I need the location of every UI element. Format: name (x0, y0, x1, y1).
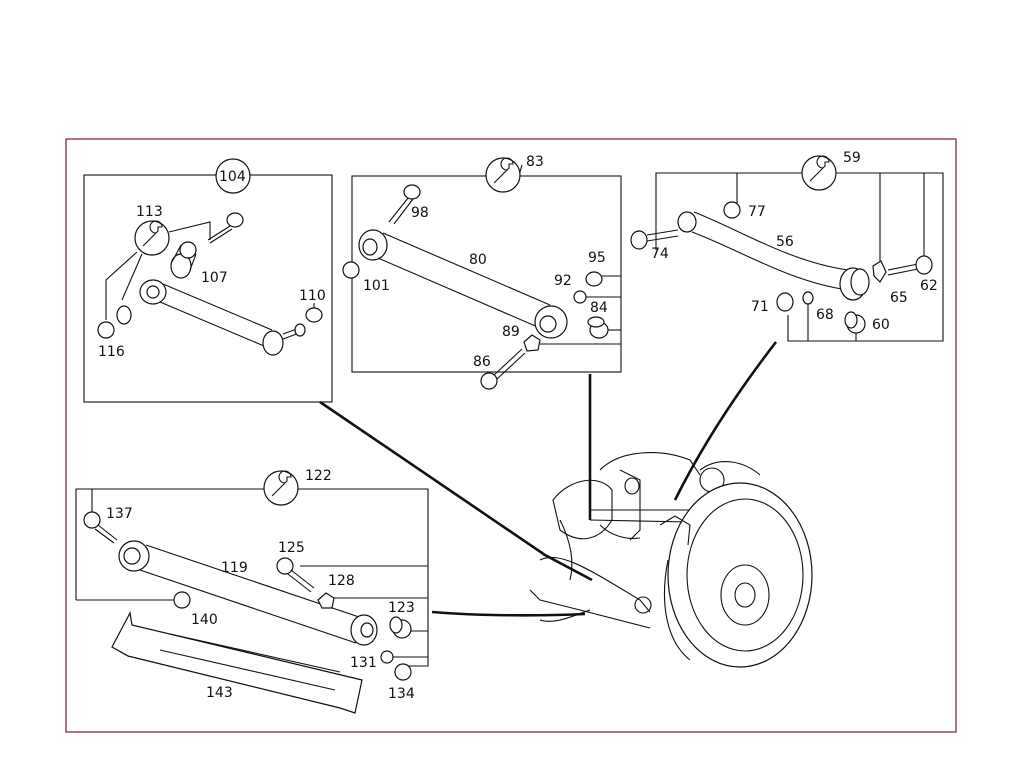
callout-60: 60 (872, 317, 890, 333)
group-59-box (655, 172, 944, 342)
callout-89: 89 (502, 324, 520, 340)
nut-134 (394, 663, 412, 681)
callout-119: 119 (221, 560, 248, 576)
callout-80: 80 (469, 252, 487, 268)
leader-113 (168, 221, 211, 240)
callout-68: 68 (816, 307, 834, 323)
axle-assembly (529, 452, 813, 668)
wrench-badge-113 (134, 220, 170, 256)
bolt-part (480, 348, 526, 390)
group-104: 104 113 107 (83, 158, 593, 582)
callout-77: 77 (748, 204, 766, 220)
callout-86: 86 (473, 354, 491, 370)
callout-84: 84 (590, 300, 608, 316)
callout-98: 98 (411, 205, 429, 221)
eccentric-washer-65 (872, 260, 887, 283)
callout-140: 140 (191, 612, 218, 628)
sleeve-123 (389, 616, 412, 639)
bolt-part (83, 511, 118, 544)
callout-116: 116 (98, 344, 125, 360)
nut-101 (342, 261, 360, 279)
wrench-badge-122 (263, 470, 299, 506)
bolt-part (207, 212, 244, 244)
bolt-part (276, 557, 315, 593)
callout-83: 83 (526, 154, 544, 170)
leader-113c (121, 253, 143, 301)
bolt-part (887, 255, 933, 276)
wrench-badge-83 (485, 157, 521, 193)
bolt-part (388, 184, 421, 225)
wrench-badge-59 (801, 155, 837, 191)
callout-65: 65 (890, 290, 908, 306)
bushing-part (170, 241, 197, 279)
nut-77 (723, 201, 741, 219)
callout-137: 137 (106, 506, 133, 522)
callout-92: 92 (554, 273, 572, 289)
callout-59: 59 (843, 150, 861, 166)
eccentric-washer-128 (317, 592, 335, 609)
callout-101: 101 (363, 278, 390, 294)
nut-95 (585, 271, 603, 287)
group-122-box (75, 488, 429, 667)
washer-92 (573, 290, 587, 304)
arrow-59 (673, 341, 778, 501)
callout-123: 123 (388, 600, 415, 616)
leader-113b (105, 251, 138, 320)
callout-74: 74 (651, 246, 669, 262)
callout-104: 104 (219, 169, 246, 185)
sleeve-84 (587, 316, 609, 339)
bolt-part (630, 229, 679, 250)
callout-113: 113 (136, 204, 163, 220)
callout-125: 125 (278, 540, 305, 556)
group-83: 83 98 80 101 95 92 84 (342, 154, 622, 520)
washer-131 (380, 650, 394, 664)
eccentric-washer-89 (523, 334, 541, 352)
group-104-box (83, 174, 333, 403)
nut-71 (776, 292, 794, 312)
group-83-box (351, 175, 622, 373)
wrench-icon (493, 157, 514, 184)
cover-panel-part (111, 611, 363, 714)
callout-134: 134 (388, 686, 415, 702)
group-59: 59 77 74 56 65 62 71 (630, 150, 944, 501)
link-arm-part (358, 229, 568, 339)
callout-110: 110 (299, 288, 326, 304)
callout-107: 107 (201, 270, 228, 286)
nut-140 (173, 591, 191, 609)
sleeve-60 (844, 311, 866, 334)
nut-110 (305, 307, 323, 323)
callout-143: 143 (206, 685, 233, 701)
wrench-icon (809, 155, 830, 182)
callout-122: 122 (305, 468, 332, 484)
callout-104-circle (215, 158, 251, 194)
curved-arm-part (677, 211, 870, 301)
leader-83 (519, 164, 523, 173)
outer-frame (65, 138, 957, 733)
callout-56: 56 (776, 234, 794, 250)
arrow-104 (319, 400, 593, 582)
callout-131: 131 (350, 655, 377, 671)
callout-62: 62 (920, 278, 938, 294)
wrench-icon (271, 470, 292, 497)
group-122: 122 137 119 125 128 (75, 468, 586, 714)
callout-95: 95 (588, 250, 606, 266)
callout-71: 71 (751, 299, 769, 315)
link-arm-part (118, 540, 378, 646)
arrow-122 (431, 610, 586, 617)
wrench-icon (142, 220, 163, 247)
callout-128: 128 (328, 573, 355, 589)
washer-68 (802, 291, 814, 305)
nut-116 (97, 321, 115, 339)
washer-part (116, 305, 132, 325)
link-arm-part (139, 279, 306, 356)
